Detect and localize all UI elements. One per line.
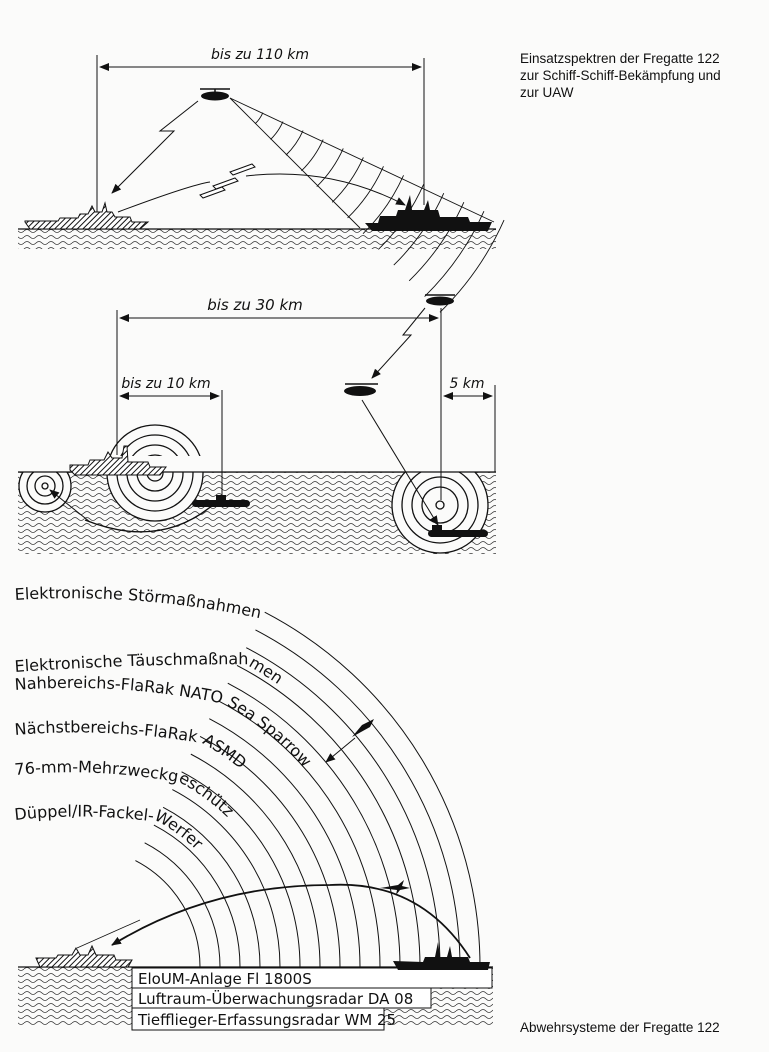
radar-line (76, 919, 141, 949)
own-frigate-icon (35, 944, 133, 968)
beam-arc (393, 193, 445, 266)
sensor-box: Luftraum-Überwachungsradar DA 08 (131, 987, 432, 1009)
own-frigate-icon (69, 445, 167, 476)
defense-range-arc (162, 806, 261, 968)
radar-beam (229, 97, 505, 313)
caption-bottom: Abwehrsysteme der Fregatte 122 (520, 1020, 720, 1035)
data-link-arrow (371, 307, 426, 379)
diagram-anti-submarine: bis zu 30 km bis zu 10 km 5 km (18, 294, 496, 554)
defense-range-arc (135, 860, 201, 968)
caption-top-line: zur Schiff-Schiff-Bekämpfung und (520, 68, 721, 83)
own-frigate-icon (24, 201, 150, 230)
helicopter-icon (425, 294, 455, 306)
arc-label: Düppel/IR-Fackel-Werfer (14, 801, 208, 853)
range-label-30km: bis zu 30 km (207, 296, 303, 314)
beam-arc (270, 121, 284, 140)
beam-arc (362, 175, 404, 235)
range-label-110km: bis zu 110 km (211, 47, 309, 63)
beam-arc (331, 157, 364, 203)
beam-arc (408, 201, 465, 282)
attack-aircraft-icon (352, 719, 374, 737)
sensor-label: Tiefflieger-Erfassungsradar WM 25 (137, 1011, 396, 1029)
diagram-defense-layers: Elektronische StörmaßnahmenElektronische… (14, 583, 493, 1031)
beam-arc (439, 219, 505, 313)
missile-trajectory (111, 883, 471, 959)
missile-path-launch (117, 181, 211, 213)
beam-arc (316, 148, 344, 187)
helicopter-icon (344, 383, 378, 396)
caption-top-line: Einsatzspektren der Fregatte 122 (520, 51, 720, 66)
beam-arc (254, 112, 264, 125)
diagram-ship-to-ship: bis zu 110 km (18, 47, 505, 313)
sonar-rings-helo (391, 456, 489, 554)
missile-path-target (245, 173, 406, 206)
attack-arrow (325, 737, 356, 763)
defense-range-arc (172, 789, 281, 968)
defense-range-arc (153, 824, 241, 968)
defense-range-arc (209, 718, 361, 968)
torpedo-drop-arrow (361, 399, 439, 526)
sensor-label: EloUM-Anlage Fl 1800S (138, 970, 312, 988)
defense-range-arc (199, 735, 341, 968)
sensor-label: Luftraum-Überwachungsradar DA 08 (138, 989, 413, 1008)
sensor-box: EloUM-Anlage Fl 1800S (131, 967, 493, 989)
defense-range-arc (236, 664, 421, 968)
data-link-arrow (111, 100, 199, 194)
sonar-rings-left (18, 459, 72, 513)
range-label-5km: 5 km (449, 376, 484, 392)
submarine-icon (428, 525, 488, 537)
defense-range-arc (255, 629, 461, 968)
torpedo-path (84, 503, 215, 533)
helicopter-icon (200, 88, 230, 101)
defense-range-arc (218, 700, 381, 968)
torpedo-arrow (49, 489, 91, 523)
beam-arc (285, 130, 304, 156)
caption-top: Einsatzspektren der Fregatte 122 zur Sch… (520, 50, 765, 101)
submarine-icon (192, 495, 250, 507)
missile-salvo-icon (199, 163, 256, 199)
beam-arc (347, 166, 384, 219)
beam-arc (424, 210, 485, 297)
defense-range-arc (227, 682, 401, 968)
sensor-box: Tiefflieger-Erfassungsradar WM 25 (131, 1007, 396, 1031)
defense-range-arc (181, 771, 301, 968)
defense-range-arc (190, 753, 321, 968)
defense-range-arc (264, 611, 481, 968)
enemy-ship-icon (393, 942, 490, 970)
arc-label: Elektronische Störmaßnahmen (14, 583, 263, 622)
defense-range-arc (144, 842, 221, 968)
caption-top-line: zur UAW (520, 85, 574, 100)
range-label-10km: bis zu 10 km (121, 376, 210, 392)
antiship-missile-icon (380, 880, 410, 895)
enemy-ship-icon (365, 195, 492, 231)
defense-range-arc (246, 647, 441, 968)
sea-surface (18, 229, 496, 249)
beam-arc (301, 139, 324, 172)
